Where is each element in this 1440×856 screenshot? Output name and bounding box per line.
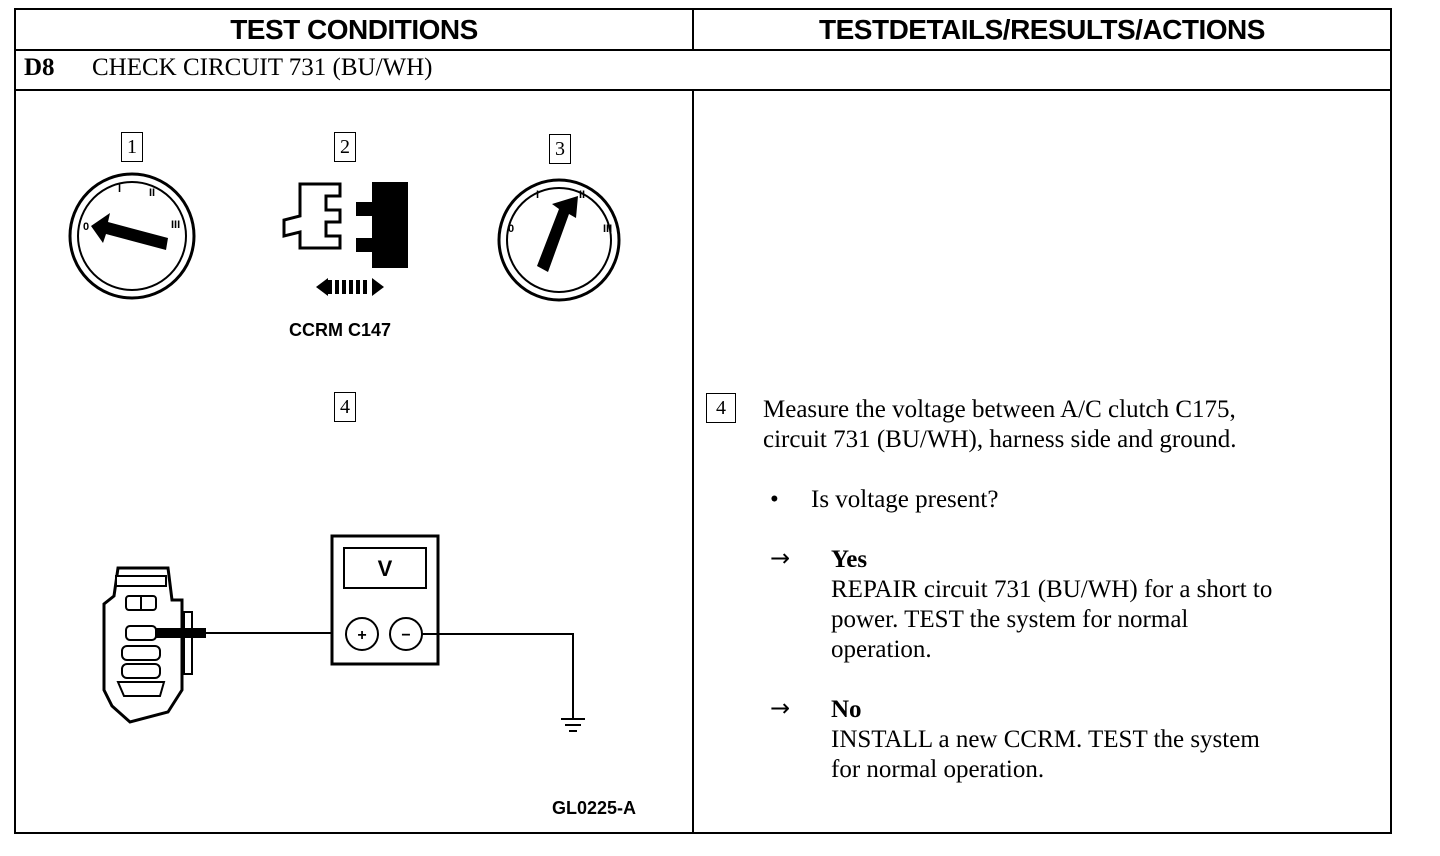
svg-text:0: 0 [83,221,89,233]
ignition-switch-off-icon: 0 I II III [68,172,196,300]
svg-text:I: I [118,183,121,195]
no-answer: No [831,696,862,723]
svg-text:V: V [378,556,393,581]
harness-connector-icon [102,566,206,724]
body-column-divider [692,90,694,834]
ground-symbol-icon [561,718,585,732]
instruction-line-2: circuit 731 (BU/WH), harness side and gr… [763,426,1237,453]
title-divider [14,89,1392,91]
no-arrow-icon: → [770,694,791,722]
svg-text:+: + [357,627,366,644]
test-conditions-header: TEST CONDITIONS [230,14,478,45]
yes-action-line-3: operation. [831,636,932,663]
svg-text:III: III [171,219,180,231]
step-3-box: 3 [549,134,571,164]
no-action-line-2: for normal operation. [831,756,1045,783]
no-action-line-1: INSTALL a new CCRM. TEST the system [831,726,1260,753]
yes-action-line-1: REPAIR circuit 731 (BU/WH) for a short t… [831,576,1273,603]
svg-text:II: II [149,187,155,199]
test-details-header: TESTDETAILS/RESULTS/ACTIONS [819,14,1265,45]
connector-disconnect-icon [282,182,408,296]
question-bullet: • [770,486,779,513]
step-4-box: 4 [334,392,356,422]
test-step-id: D8 [24,54,55,81]
detail-step-box: 4 [706,393,736,423]
ignition-switch-run-icon: 0 I II III [497,178,621,302]
instruction-line-1: Measure the voltage between A/C clutch C… [763,396,1236,423]
yes-answer: Yes [831,546,868,573]
step-2-box: 2 [334,132,356,162]
voltmeter-icon: V + − [330,534,440,666]
svg-text:−: − [401,627,410,644]
procedure-table [14,8,1392,834]
figure-code: GL0225-A [552,798,637,818]
yes-action-line-2: power. TEST the system for normal [831,606,1189,633]
header-divider [14,49,1392,51]
connector-label: CCRM C147 [289,320,392,340]
svg-text:III: III [603,223,612,235]
test-step-title: CHECK CIRCUIT 731 (BU/WH) [92,54,433,81]
probe-wire-ground [422,633,574,718]
yes-arrow-icon: → [770,544,791,572]
svg-text:0: 0 [508,223,514,235]
question-text: Is voltage present? [811,486,999,513]
svg-text:I: I [536,189,539,201]
header-column-divider [692,8,694,50]
step-1-box: 1 [121,132,143,162]
svg-text:II: II [579,189,585,201]
